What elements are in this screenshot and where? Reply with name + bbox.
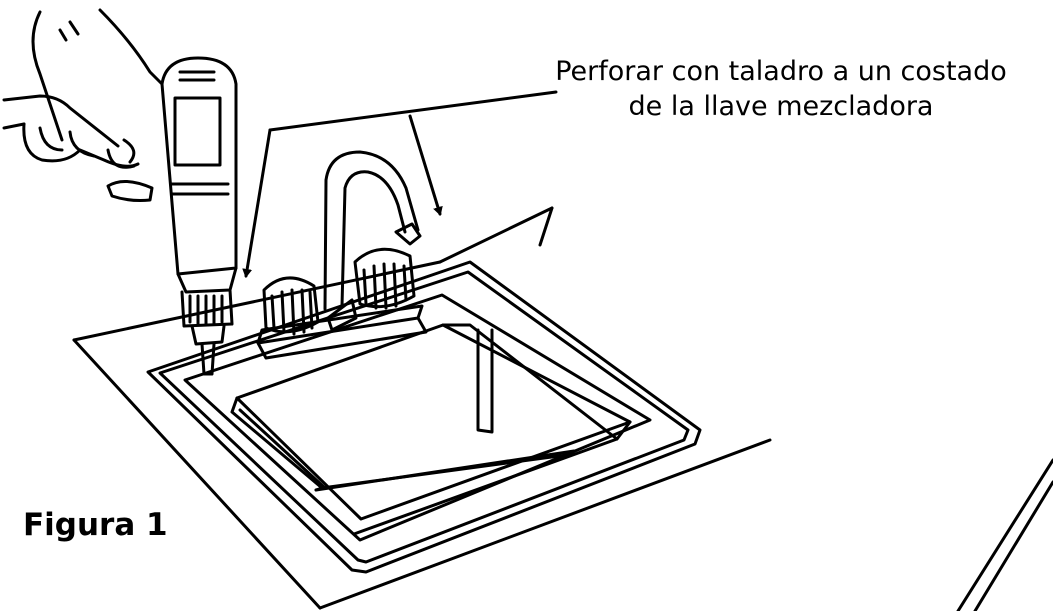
side-cabinet-edge (956, 458, 1053, 611)
callout-line-1: Perforar con taladro a un costado (555, 56, 1007, 87)
callout-line-2: de la llave mezcladora (628, 91, 934, 122)
figure-label: Figura 1 (23, 507, 168, 543)
hand-icon (2, 8, 164, 202)
drilling-instruction-callout: Perforar con taladro a un costado de la … (521, 54, 1041, 124)
callout-leader (242, 90, 558, 278)
drill-icon (160, 56, 238, 376)
countertop (72, 206, 772, 610)
faucet-icon (256, 150, 428, 360)
sink-icon (146, 260, 702, 574)
